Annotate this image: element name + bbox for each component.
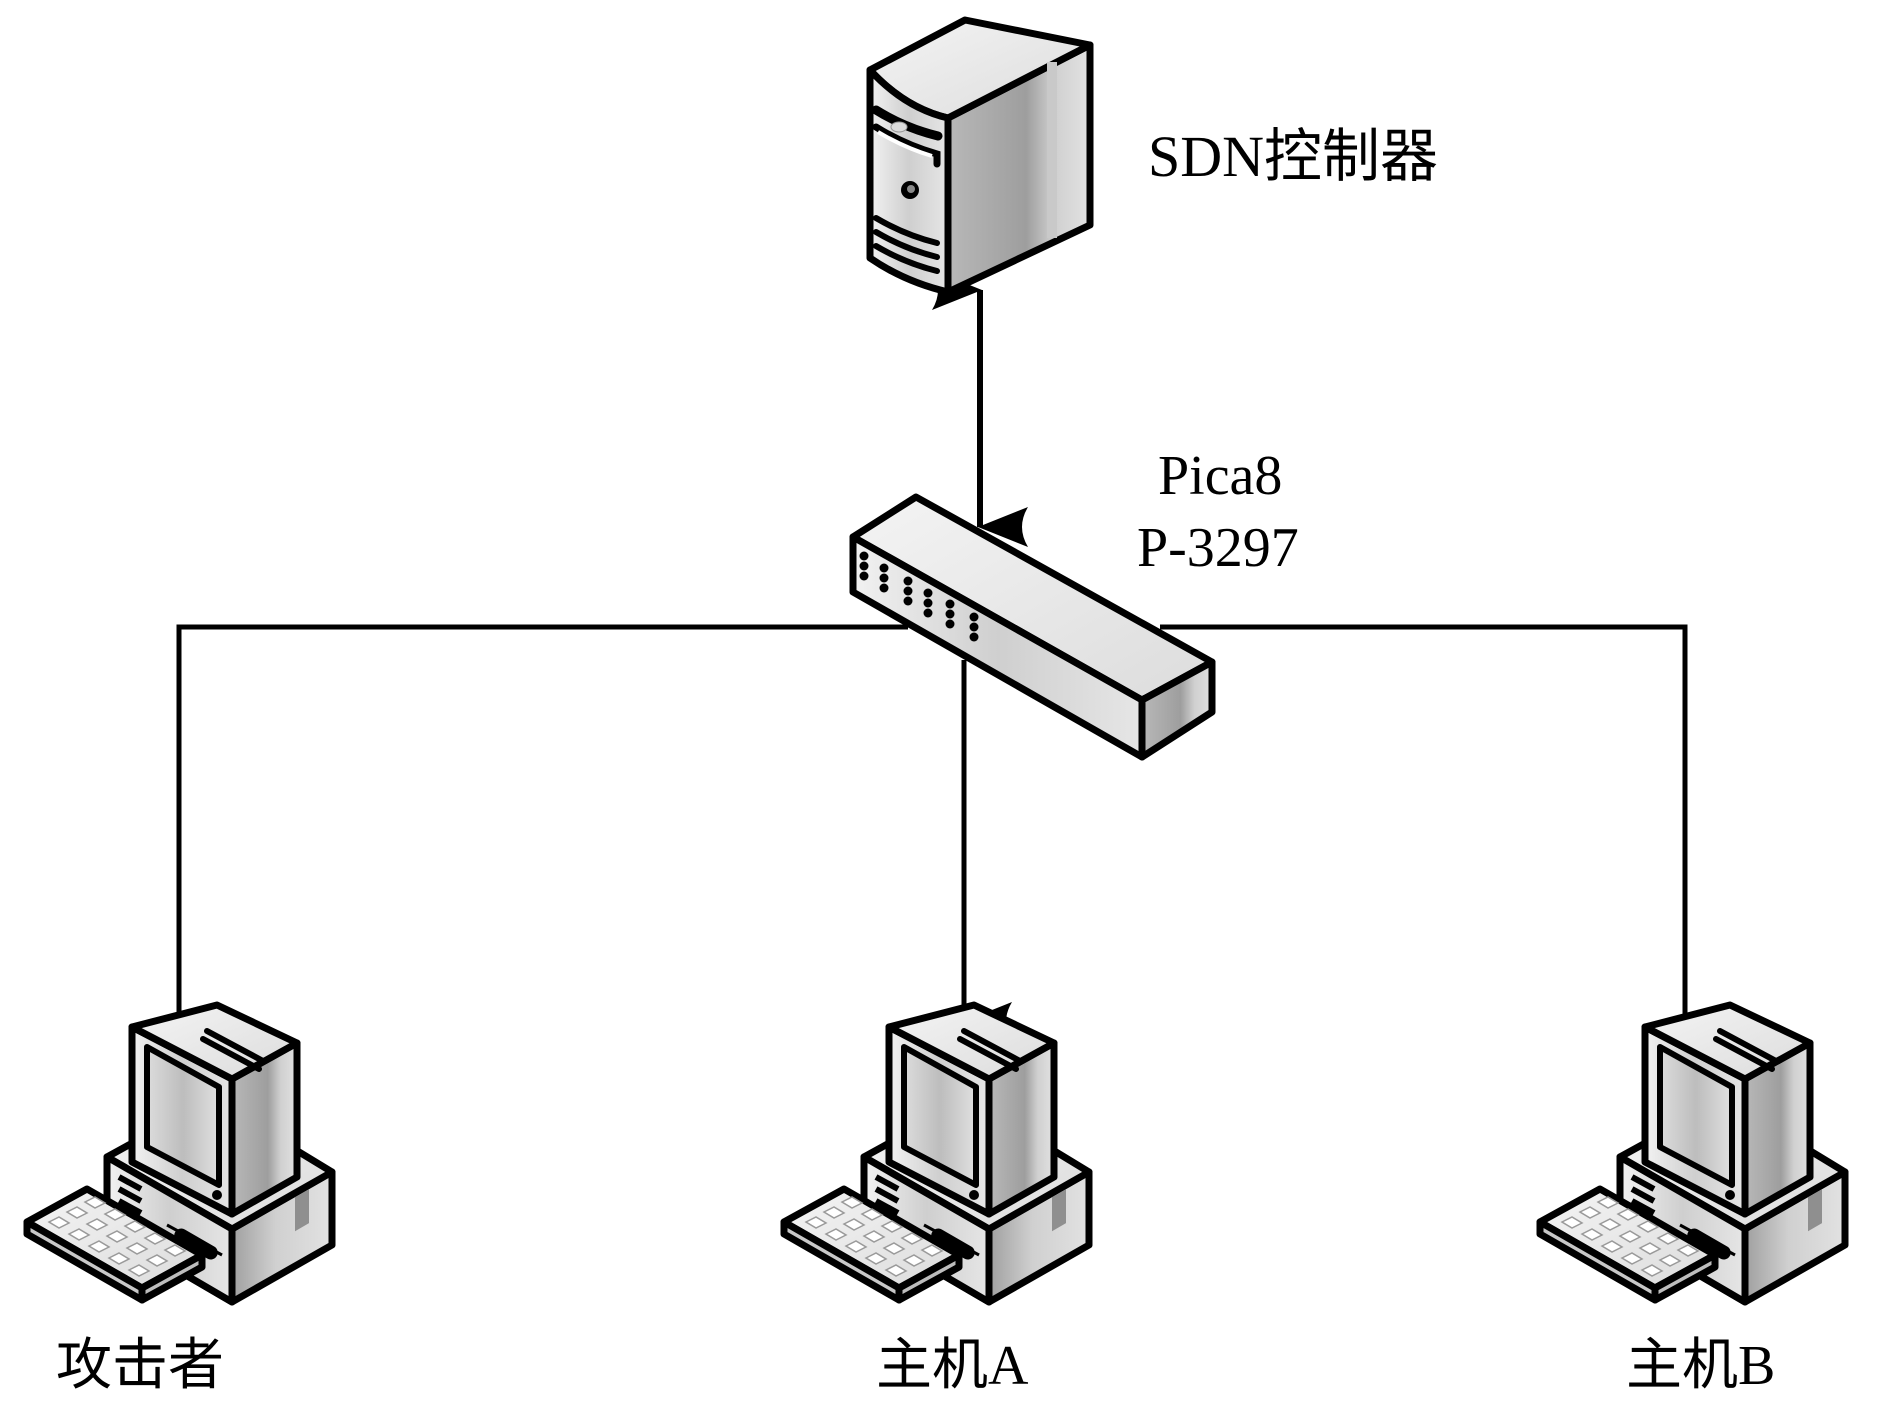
desktop-computer-icon xyxy=(27,1005,332,1302)
controller-label: SDN控制器 xyxy=(1148,124,1439,189)
link-switch-host-b xyxy=(1160,624,1733,1060)
host-label-a: 主机A xyxy=(876,1335,1029,1397)
host-attacker xyxy=(27,1005,332,1302)
server-tower-icon xyxy=(866,16,1094,296)
host-b xyxy=(1540,1005,1845,1302)
host-a xyxy=(784,1005,1089,1302)
links xyxy=(176,270,1733,1060)
host-label-b: 主机B xyxy=(1626,1335,1776,1397)
network-switch-icon xyxy=(849,493,1216,761)
link-switch-attacker xyxy=(176,624,908,1060)
switch-vendor-label: Pica8 xyxy=(1158,445,1283,507)
desktop-computer-icon xyxy=(784,1005,1089,1302)
switch-model-label: P-3297 xyxy=(1137,517,1299,579)
desktop-computer-icon xyxy=(1540,1005,1845,1302)
host-label-attacker: 攻击者 xyxy=(56,1335,224,1397)
